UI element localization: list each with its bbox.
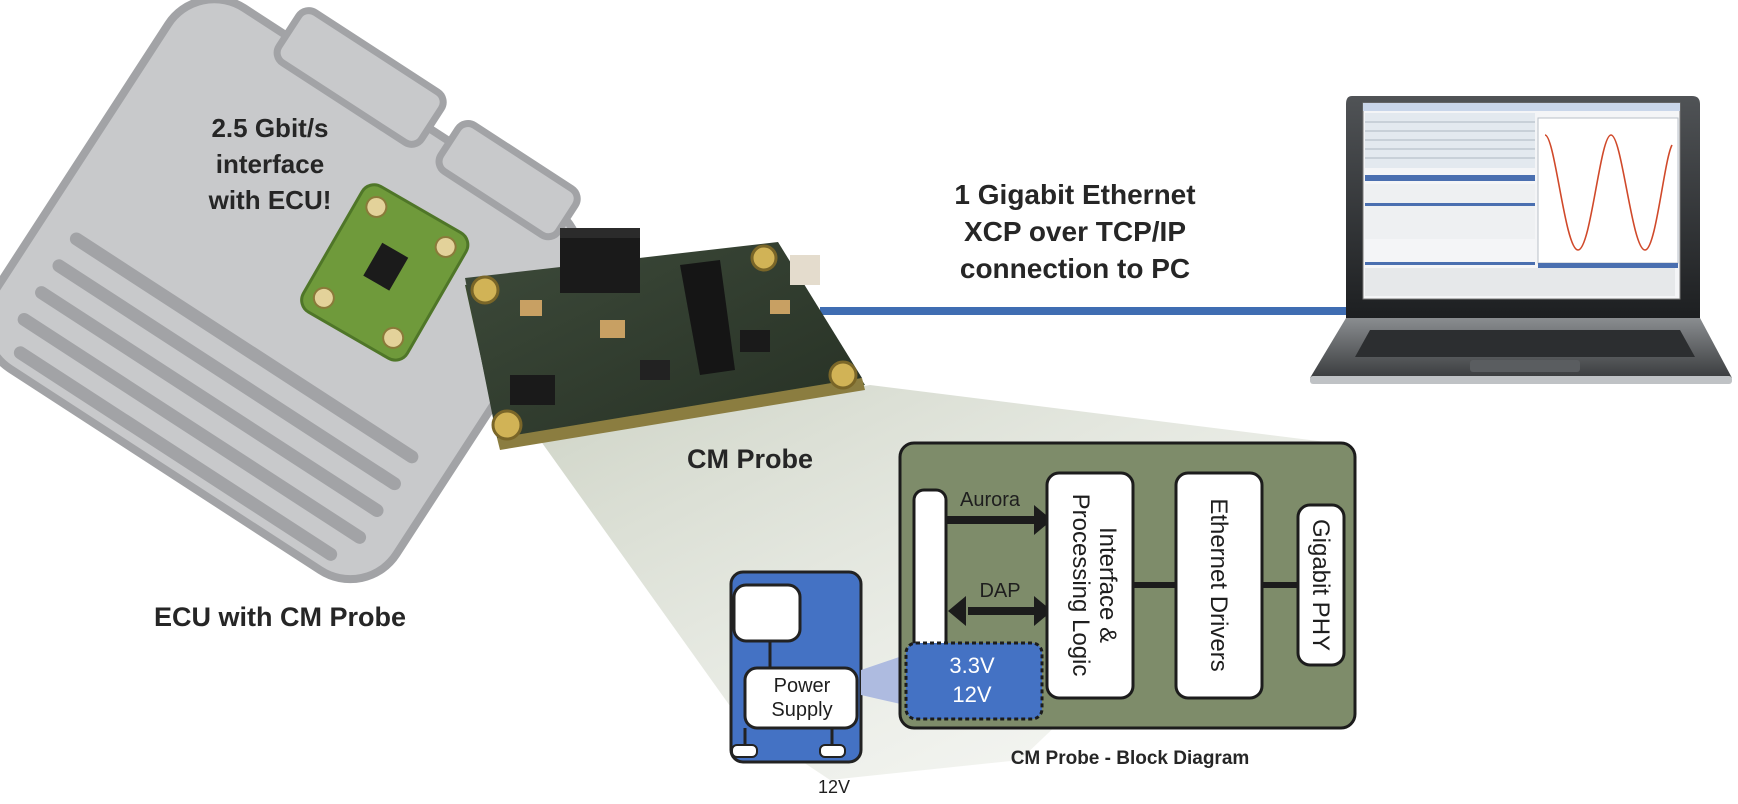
- adapter-board-icon: [300, 183, 470, 362]
- ecu-callout-line3: with ECU!: [208, 185, 332, 215]
- probe-board-icon: [465, 228, 865, 450]
- power-supply-label-line1: Power: [774, 675, 831, 697]
- block-diagram-caption: CM Probe - Block Diagram: [1011, 748, 1250, 769]
- power-rail-line1: 3.3V: [949, 653, 995, 678]
- power-supply-block: Power Supply: [729, 570, 863, 764]
- ecu-callout-line1: 2.5 Gbit/s: [211, 113, 328, 143]
- power-supply-label-line2: Supply: [771, 699, 832, 721]
- power-input-label: 12V: [818, 777, 850, 797]
- block-diagram-board: Aurora DAP Interface & Processing Logic …: [898, 441, 1357, 730]
- laptop-icon: [1310, 96, 1732, 384]
- link-line2: XCP over TCP/IP: [964, 216, 1186, 247]
- interface-line1: Interface &: [1094, 527, 1121, 643]
- interface-line2: Processing Logic: [1067, 494, 1094, 677]
- probe-caption: CM Probe: [687, 444, 813, 474]
- sine-trace: [1544, 134, 1673, 251]
- power-connector: [861, 655, 905, 705]
- ecu-housing-icon: [0, 0, 584, 584]
- link-line3: connection to PC: [960, 253, 1190, 284]
- link-line1: 1 Gigabit Ethernet: [954, 179, 1195, 210]
- dap-label: DAP: [979, 580, 1020, 602]
- aurora-label: Aurora: [960, 489, 1021, 511]
- ecu-callout-line2: interface: [216, 149, 324, 179]
- gigabit-phy-label: Gigabit PHY: [1307, 519, 1334, 651]
- power-rail-line2: 12V: [952, 682, 991, 707]
- ethernet-drivers-label: Ethernet Drivers: [1205, 498, 1232, 671]
- ecu-caption: ECU with CM Probe: [154, 602, 406, 632]
